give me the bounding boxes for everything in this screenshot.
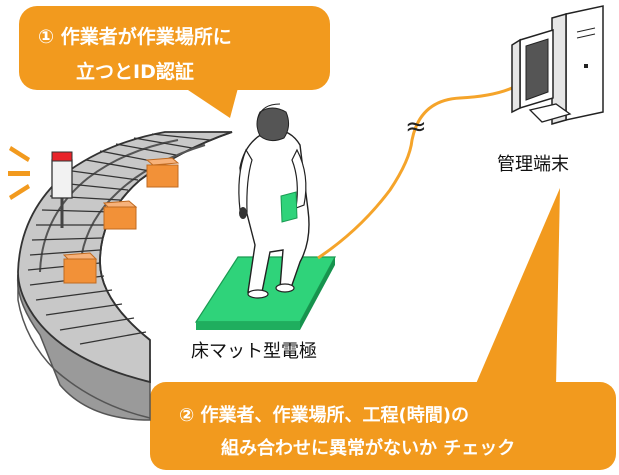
callout-1-line-2: 立つとID認証 [76, 61, 194, 83]
floor-mat-electrode [194, 256, 337, 330]
management-terminal-icon [511, 5, 604, 125]
cable-line [317, 82, 521, 260]
worker-figure [238, 103, 310, 299]
wireless-wave-icon: ≈ [405, 112, 427, 142]
conveyor-belt [16, 131, 233, 421]
callout-1-bubble [19, 6, 330, 118]
callout-2-line-1: ② 作業者、作業場所、工程(時間)の [179, 405, 469, 426]
product-box-2 [102, 200, 138, 230]
product-box-1 [145, 157, 180, 188]
product-box-3 [62, 252, 98, 284]
alert-marks-icon [8, 146, 30, 200]
callout-1-line-1: ① 作業者が作業場所に [38, 26, 232, 48]
signal-light-tower [51, 151, 73, 228]
floor-mat-label: 床マット型電極 [191, 341, 317, 362]
management-terminal-label: 管理端末 [497, 154, 569, 175]
callout-2-bubble [150, 188, 616, 470]
callout-2-line-2: 組み合わせに異常がないか チェック [221, 438, 516, 459]
